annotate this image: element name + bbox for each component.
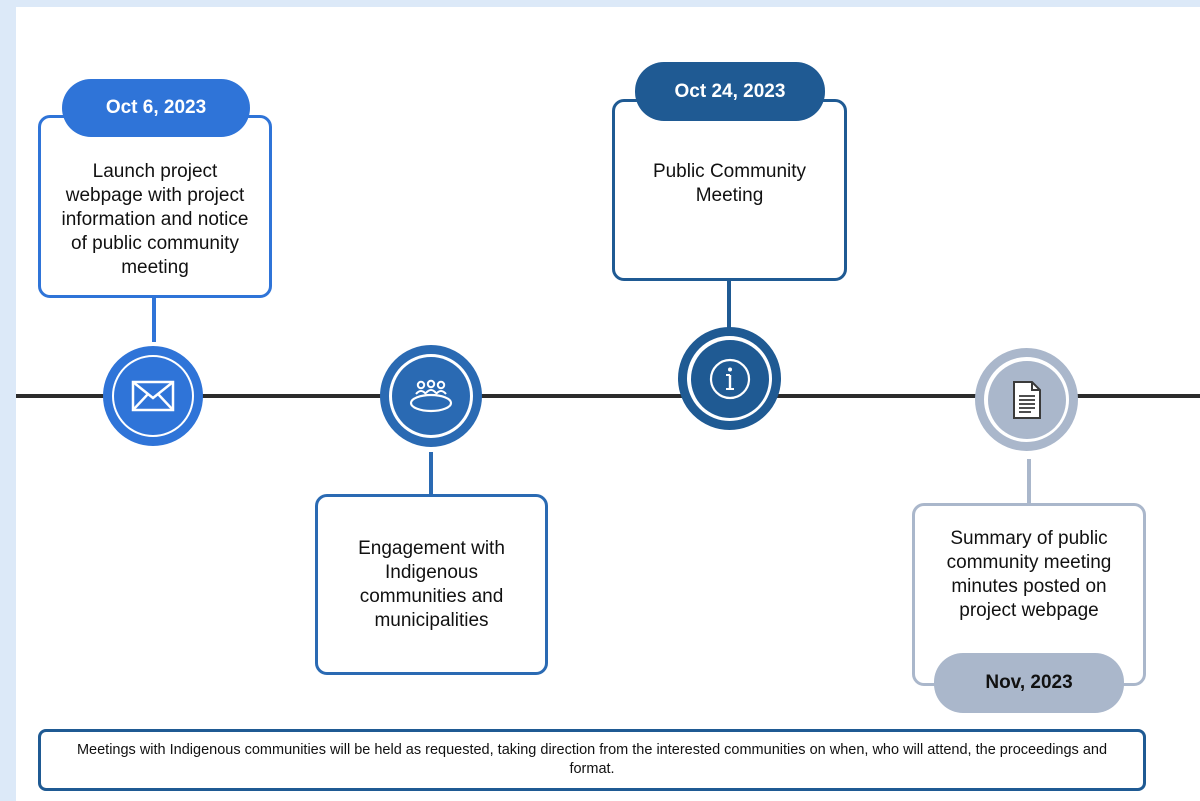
event-description-4: Summary of public community meeting minu…	[946, 527, 1112, 621]
date-badge-1: Oct 6, 2023	[62, 79, 250, 137]
footer-note: Meetings with Indigenous communities wil…	[38, 729, 1146, 791]
event-card-2: Engagement with Indigenous communities a…	[315, 494, 548, 675]
node-event-1	[103, 346, 203, 446]
event-card-1: Launch project webpage with project info…	[38, 115, 272, 298]
event-card-3: Public Community Meeting	[612, 99, 847, 281]
date-badge-4: Nov, 2023	[934, 653, 1124, 713]
node-event-3	[678, 327, 781, 430]
connector-event-4	[1027, 459, 1031, 521]
date-label-3: Oct 24, 2023	[674, 80, 786, 102]
event-description-2: Engagement with Indigenous communities a…	[358, 537, 505, 631]
event-description-3: Public Community Meeting	[652, 161, 807, 206]
date-label-4: Nov, 2023	[985, 672, 1073, 693]
footer-note-text: Meetings with Indigenous communities wil…	[76, 742, 1108, 777]
node-event-2	[380, 345, 482, 447]
date-label-1: Oct 6, 2023	[105, 97, 207, 118]
date-badge-3: Oct 24, 2023	[635, 62, 825, 121]
connector-event-1	[152, 280, 156, 342]
node-event-4	[975, 348, 1078, 451]
info-icon	[709, 358, 750, 399]
connector-event-3	[727, 262, 731, 328]
meeting-table-icon	[409, 379, 453, 413]
envelope-icon	[131, 380, 175, 412]
document-icon	[1012, 380, 1041, 419]
timeline-line	[16, 394, 1200, 398]
connector-event-2	[429, 452, 433, 516]
event-description-1: Launch project webpage with project info…	[61, 160, 249, 278]
